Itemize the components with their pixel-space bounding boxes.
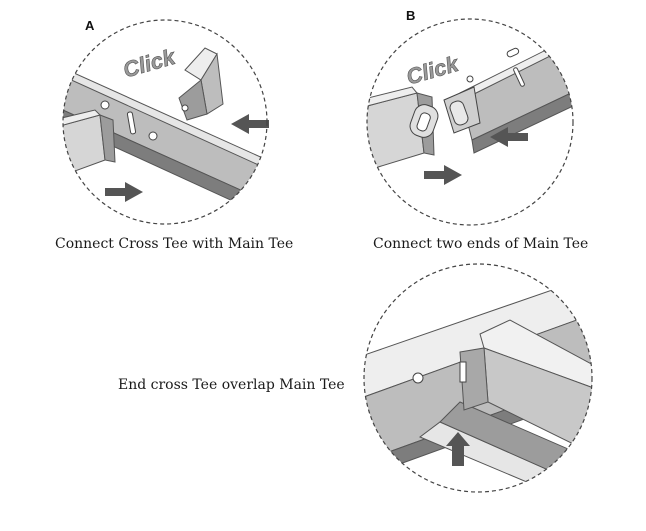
panel-c-illustration [360,262,598,500]
push-arrow-icon [105,182,143,202]
up-arrow-icon [446,432,470,466]
panel-a-letter: A [85,18,95,33]
push-arrow-icon [424,165,462,185]
caption-panel-b: Connect two ends of Main Tee [373,236,589,252]
panel-a-illustration: A Click [55,10,270,230]
detail-circle [366,18,574,226]
caption-panel-a: Connect Cross Tee with Main Tee [55,236,294,252]
panel-b-illustration: B Click [362,5,577,230]
push-arrow-icon [231,114,269,134]
caption-panel-c: End cross Tee overlap Main Tee [118,377,345,393]
panel-b-letter: B [406,8,415,23]
detail-circle [363,263,593,493]
detail-circle [62,19,268,225]
push-arrow-icon [490,127,528,147]
